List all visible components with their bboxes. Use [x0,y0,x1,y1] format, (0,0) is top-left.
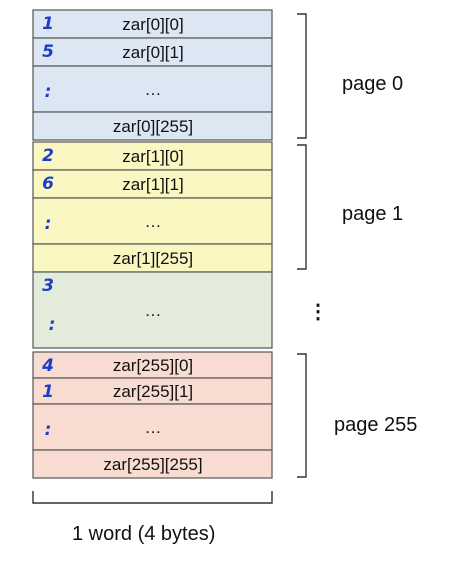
handwritten-order-mark: 2 [42,146,54,166]
handwritten-order-mark: : [45,420,52,440]
page-0-bracket [297,13,307,139]
memory-cell-label: zar[1][255] [113,249,193,268]
memory-cell-label: … [145,80,162,99]
memory-cell-label: … [145,301,162,320]
word-width-bracket [32,491,273,504]
word-size-label: 1 word (4 bytes) [72,523,215,545]
memory-cell [32,37,273,67]
memory-cell [32,271,273,349]
handwritten-order-mark: 1 [42,382,54,402]
memory-cell [32,351,273,379]
memory-cell-label: … [145,418,162,437]
memory-cell-label: … [145,212,162,231]
memory-cell-label: zar[1][1] [122,175,183,194]
handwritten-continuation-dots: : [49,315,56,335]
memory-cell [32,377,273,405]
memory-cell [32,449,273,479]
page-0-label: page 0 [342,73,403,95]
memory-cell [32,65,273,113]
memory-cell [32,111,273,141]
handwritten-order-mark: 4 [41,356,54,376]
page-255-label: page 255 [334,414,417,436]
handwritten-order-mark: 1 [42,14,54,34]
memory-cell-label: zar[1][0] [122,147,183,166]
memory-cell-label: zar[0][255] [113,117,193,136]
memory-cell-label: zar[255][255] [103,455,202,474]
handwritten-order-mark: 5 [42,42,54,62]
memory-cell [32,403,273,451]
memory-cell-label: zar[255][0] [113,356,193,375]
memory-cell-label: zar[0][0] [122,15,183,34]
handwritten-order-mark: 6 [42,174,54,194]
between-pages-ellipsis: ⋮ [308,301,328,323]
handwritten-order-mark: : [45,82,52,102]
handwritten-order-mark: : [45,214,52,234]
handwritten-order-mark: 3 [42,276,54,296]
memory-cell [32,243,273,273]
page-255-bracket [297,353,307,478]
memory-cell-label: zar[0][1] [122,43,183,62]
page-1-bracket [297,144,307,270]
memory-cells: zar[0][0] 1 zar[0][1] 5 …: zar[0][255] zar[1][… [32,9,273,479]
memory-cell-label: zar[255][1] [113,382,193,401]
memory-cell [32,169,273,199]
memory-cell [32,9,273,39]
page-1-label: page 1 [342,203,403,225]
